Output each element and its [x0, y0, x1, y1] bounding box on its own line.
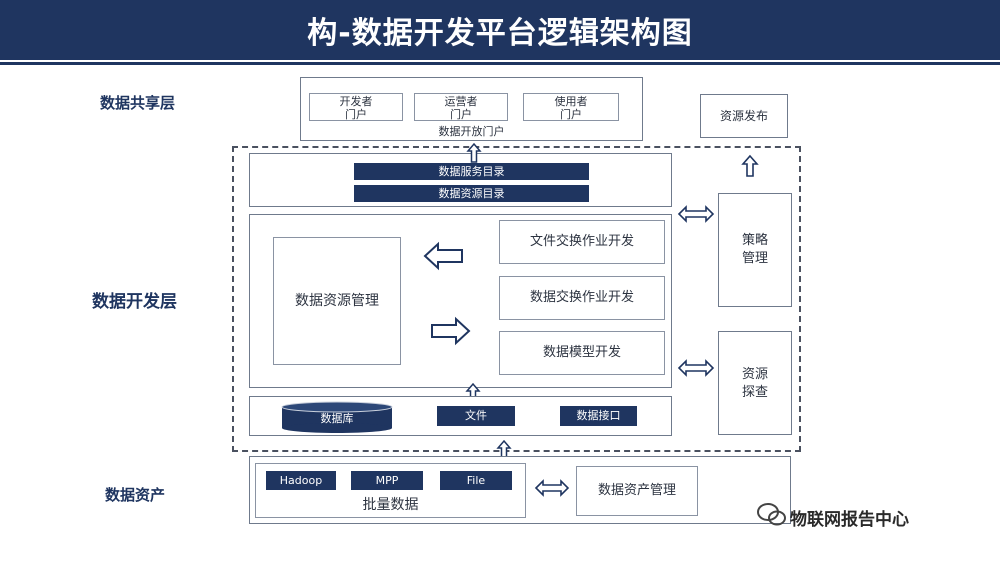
policy-line2: 管理	[741, 251, 768, 266]
header-divider	[0, 62, 1000, 65]
data-resource-catalog: 数据资源目录	[354, 185, 589, 202]
double-arrow-asset-icon	[534, 479, 570, 497]
policy-mgmt-box: 策略 管理	[718, 193, 792, 307]
user-portal-line1: 使用者	[554, 95, 588, 108]
header-bar	[0, 0, 1000, 60]
batch-data-label: 批量数据	[362, 497, 419, 513]
operator-portal: 运营者 门户	[414, 93, 508, 121]
hadoop-item: Hadoop	[266, 471, 336, 490]
file-item: File	[440, 471, 512, 490]
dev-layer-boundary	[232, 146, 801, 452]
developer-portal-line2: 门户	[345, 108, 367, 121]
open-portal-label: 数据开放门户	[438, 125, 505, 138]
double-arrow-explore-icon	[677, 359, 715, 377]
layer-label-share: 数据共享层	[100, 94, 176, 112]
explore-line2: 探查	[741, 385, 768, 400]
file-exchange-job-dev: 文件交换作业开发	[499, 220, 665, 264]
operator-portal-line1: 运营者	[444, 95, 478, 108]
explore-line1: 资源	[741, 367, 768, 382]
page-title: 构-数据开发平台逻辑架构图	[307, 16, 693, 51]
developer-portal: 开发者 门户	[309, 93, 403, 121]
up-arrow-catalog-icon	[466, 142, 482, 163]
developer-portal-line1: 开发者	[339, 95, 373, 108]
user-portal: 使用者 门户	[523, 93, 619, 121]
policy-line1: 策略	[741, 233, 768, 248]
resource-explore-box: 资源 探查	[718, 331, 792, 435]
mpp-item: MPP	[351, 471, 423, 490]
user-portal-line2: 门户	[560, 108, 582, 121]
arrow-left-icon	[423, 241, 463, 271]
arrow-right-icon	[431, 316, 471, 346]
database-label: 数据库	[320, 412, 354, 425]
watermark-text: 物联网报告中心	[790, 510, 909, 530]
up-arrow-publish-icon	[741, 154, 759, 177]
resource-publish-box: 资源发布	[700, 94, 788, 138]
data-asset-mgmt: 数据资产管理	[576, 466, 698, 516]
layer-label-asset: 数据资产	[105, 486, 166, 504]
data-resource-mgmt: 数据资源管理	[273, 237, 401, 365]
layer-label-dev: 数据开发层	[92, 292, 177, 312]
data-api-source: 数据接口	[560, 406, 637, 426]
catalog-box	[249, 153, 672, 207]
database-icon	[281, 401, 393, 433]
data-model-dev: 数据模型开发	[499, 331, 665, 375]
wechat-icon	[757, 503, 786, 526]
data-service-catalog: 数据服务目录	[354, 163, 589, 180]
file-source: 文件	[437, 406, 515, 426]
data-exchange-job-dev: 数据交换作业开发	[499, 276, 665, 320]
operator-portal-line2: 门户	[450, 108, 472, 121]
double-arrow-policy-icon	[677, 205, 715, 223]
